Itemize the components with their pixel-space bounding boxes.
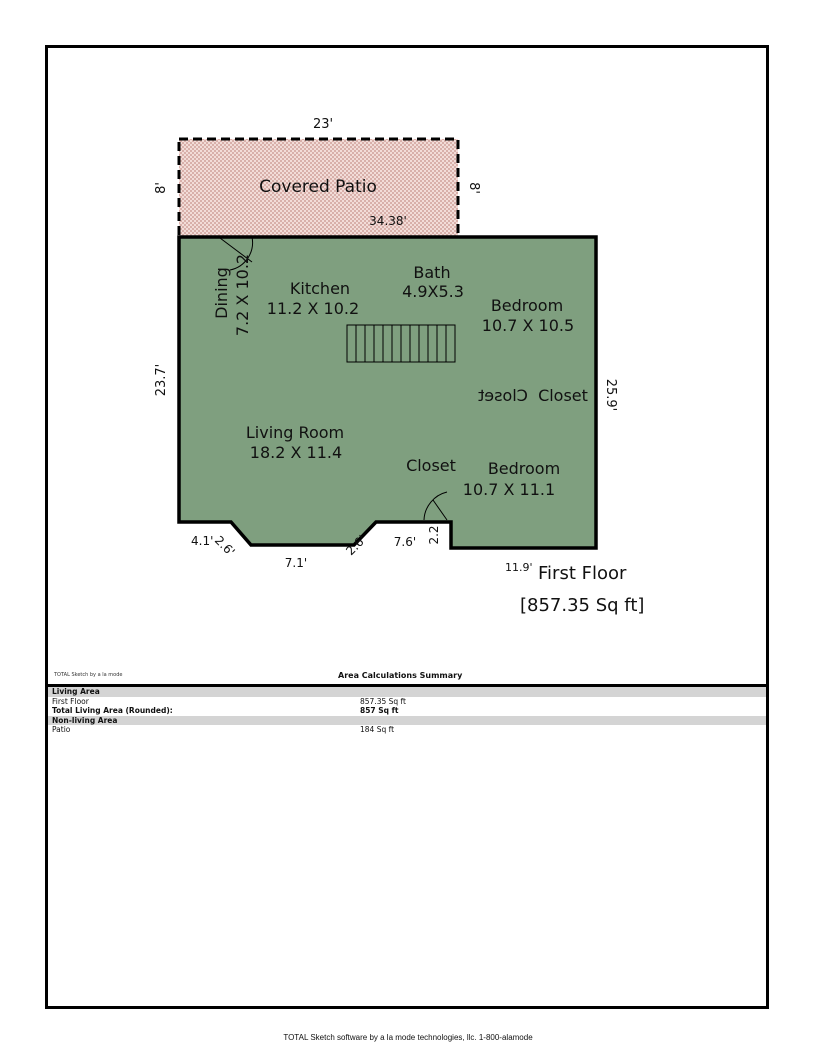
room-kitchen-name: Kitchen [290,279,350,298]
room-dining-size: 7.2 X 10.2 [233,254,252,336]
row-label: Total Living Area (Rounded): [52,706,173,715]
room-closet2-name: Closet [406,456,456,475]
area-summary: TOTAL Sketch by a la mode Area Calculati… [48,670,766,734]
summary-section-nonliving: Non-living Area [48,715,766,725]
dim-right: 25.9' [603,379,618,412]
row-label: Non-living Area [52,715,118,725]
summary-row-total: Total Living Area (Rounded): 857 Sq ft [48,706,766,716]
covered-patio [177,137,460,239]
row-value: 184 Sq ft [360,725,395,734]
closet-door-arc [423,491,448,521]
summary-row: Patio 184 Sq ft [48,725,766,735]
room-living-size: 18.2 X 11.4 [250,443,342,462]
room-bedroom2-size: 10.7 X 11.1 [463,480,555,499]
footer: TOTAL Sketch software by a la mode techn… [283,1033,533,1042]
page-frame [45,45,769,1009]
patio-dim-inner: 34.38' [369,214,407,228]
divider [48,684,766,687]
dining-door-arc [219,236,254,271]
room-bath-name: Bath [413,263,450,282]
room-closet1-mirrored: Closet [478,386,528,405]
room-living-name: Living Room [246,423,344,442]
patio-dim-right: 8' [466,182,481,194]
room-bedroom1-size: 10.7 X 10.5 [482,316,574,335]
room-dining-name: Dining [212,267,231,319]
summary-title: Area Calculations Summary [338,671,463,680]
room-closet1-name: Closet [538,386,588,405]
room-bedroom1-name: Bedroom [491,296,563,315]
row-value: 857 Sq ft [360,706,399,715]
summary-brand: TOTAL Sketch by a la mode [54,672,123,678]
dim-left: 23.7' [154,364,169,397]
stairs [346,324,456,363]
row-value: 857.35 Sq ft [360,696,406,706]
dim-b6: 2.2 [427,525,441,544]
row-label: Living Area [52,687,100,696]
first-floor-outline [177,235,598,550]
summary-section-living: Living Area [48,687,766,697]
row-label: Patio [52,725,71,734]
patio-dim-top: 23' [313,117,333,132]
room-kitchen-size: 11.2 X 10.2 [267,299,359,318]
dim-b1: 4.1' [191,534,213,548]
floor-area: [857.35 Sq ft] [520,595,644,616]
dim-b2: 2.6' [212,533,238,559]
dim-b7: 11.9' [505,561,533,574]
row-label: First Floor [52,696,89,706]
dim-b5: 7.6' [394,535,416,549]
floor-label: First Floor [538,563,627,584]
room-bath-size: 4.9X5.3 [402,282,464,301]
room-bedroom2-name: Bedroom [488,459,560,478]
dim-b3: 7.1' [285,556,307,570]
patio-dim-left: 8' [154,182,169,194]
patio-label: Covered Patio [259,177,377,197]
floor-plan: 23' Covered Patio 34.38' 8' 8' Dining 7.… [154,117,644,616]
summary-row: First Floor 857.35 Sq ft [48,697,766,707]
